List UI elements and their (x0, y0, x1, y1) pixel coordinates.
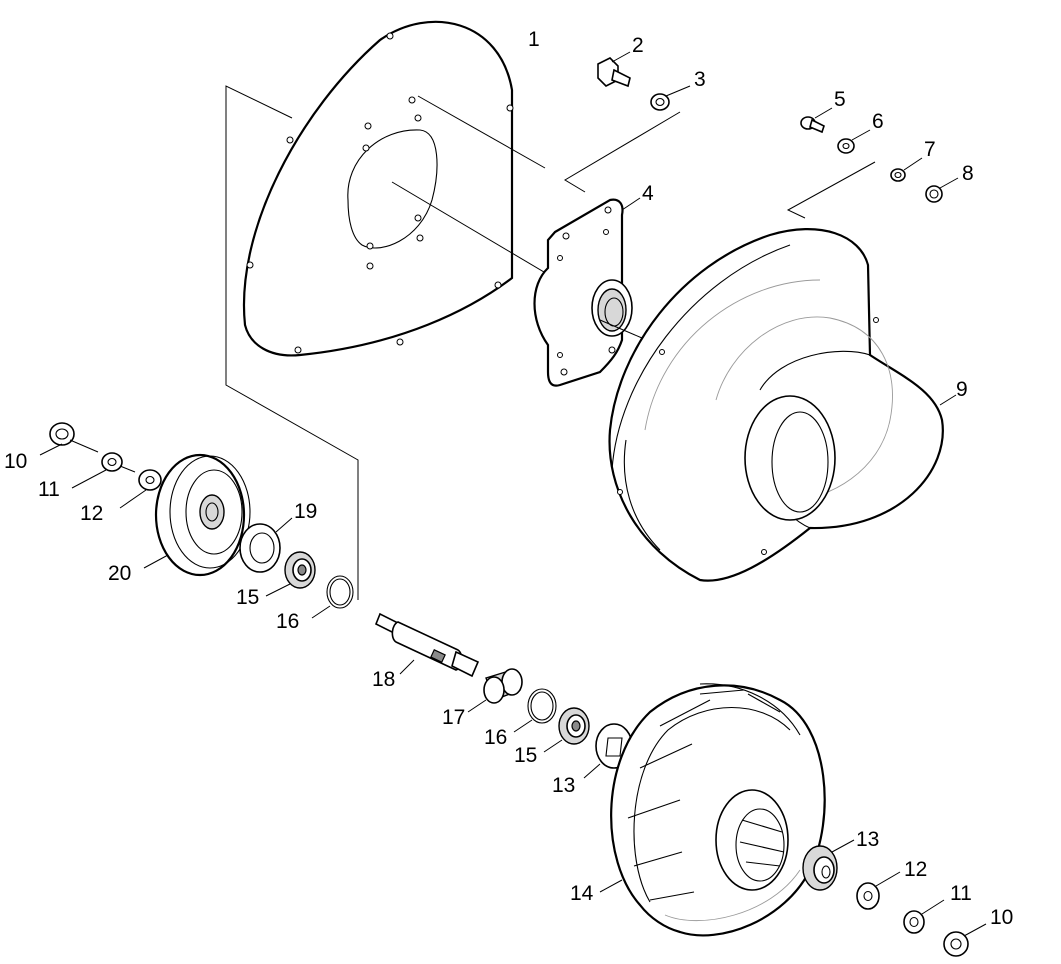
part-16-circlip-right (513, 688, 557, 733)
part-3-nut (650, 85, 691, 111)
part-11-lock-washer-left (71, 452, 136, 489)
part-10-nut-right (943, 923, 987, 957)
callout-10-right: 10 (990, 906, 1013, 929)
callout-11-right: 11 (950, 882, 972, 905)
part-6-washer (837, 129, 871, 154)
part-15-bearing-right (543, 707, 590, 753)
part-1-back-plate (242, 20, 514, 357)
callout-13-a: 13 (552, 774, 575, 797)
callout-7: 7 (924, 138, 936, 161)
callout-19: 19 (294, 500, 317, 523)
callout-10-left: 10 (4, 450, 27, 473)
part-7-lock-washer (890, 157, 923, 182)
callout-3: 3 (694, 68, 706, 91)
callout-2: 2 (632, 34, 644, 57)
callout-11-left: 11 (38, 478, 60, 501)
part-12-washer-left (119, 469, 162, 509)
callout-15-left: 15 (236, 586, 259, 609)
callout-12-right: 12 (904, 858, 927, 881)
callout-16-right: 16 (484, 726, 507, 749)
part-4-bearing-flange (533, 197, 641, 387)
part-8-nut (925, 177, 959, 203)
part-19-seal (239, 517, 293, 573)
callout-6: 6 (872, 110, 884, 133)
callout-16-left: 16 (276, 610, 299, 633)
callout-1: 1 (528, 28, 540, 51)
part-13-spacer-washer-b (802, 839, 855, 891)
callout-14: 14 (570, 882, 594, 905)
part-15-bearing-left (265, 551, 316, 597)
callout-9: 9 (956, 378, 968, 401)
part-14-impeller (599, 683, 826, 937)
callout-18: 18 (372, 668, 395, 691)
callout-13-b: 13 (856, 828, 879, 851)
callout-17: 17 (442, 706, 465, 729)
callout-20: 20 (108, 562, 131, 585)
callout-5: 5 (834, 88, 846, 111)
callout-4: 4 (642, 182, 654, 205)
part-9-fan-housing (608, 228, 957, 582)
part-17-spacer (467, 668, 523, 713)
part-10-nut-left (39, 422, 99, 456)
part-16-circlip-left (311, 575, 354, 619)
part-2-bolt (597, 51, 631, 88)
part-20-pulley (143, 453, 251, 577)
axis-line-flange (599, 319, 643, 339)
callout-labels: 1 2 3 4 5 6 7 8 9 10 11 12 19 20 15 16 1… (4, 28, 1013, 929)
callout-15-right: 15 (514, 744, 537, 767)
callout-12-left: 12 (80, 502, 103, 525)
callout-8: 8 (962, 162, 974, 185)
part-5-screw (800, 107, 833, 134)
part-12-washer-right (856, 871, 901, 910)
part-18-shaft (374, 612, 480, 678)
part-11-lock-washer-right (903, 899, 945, 934)
